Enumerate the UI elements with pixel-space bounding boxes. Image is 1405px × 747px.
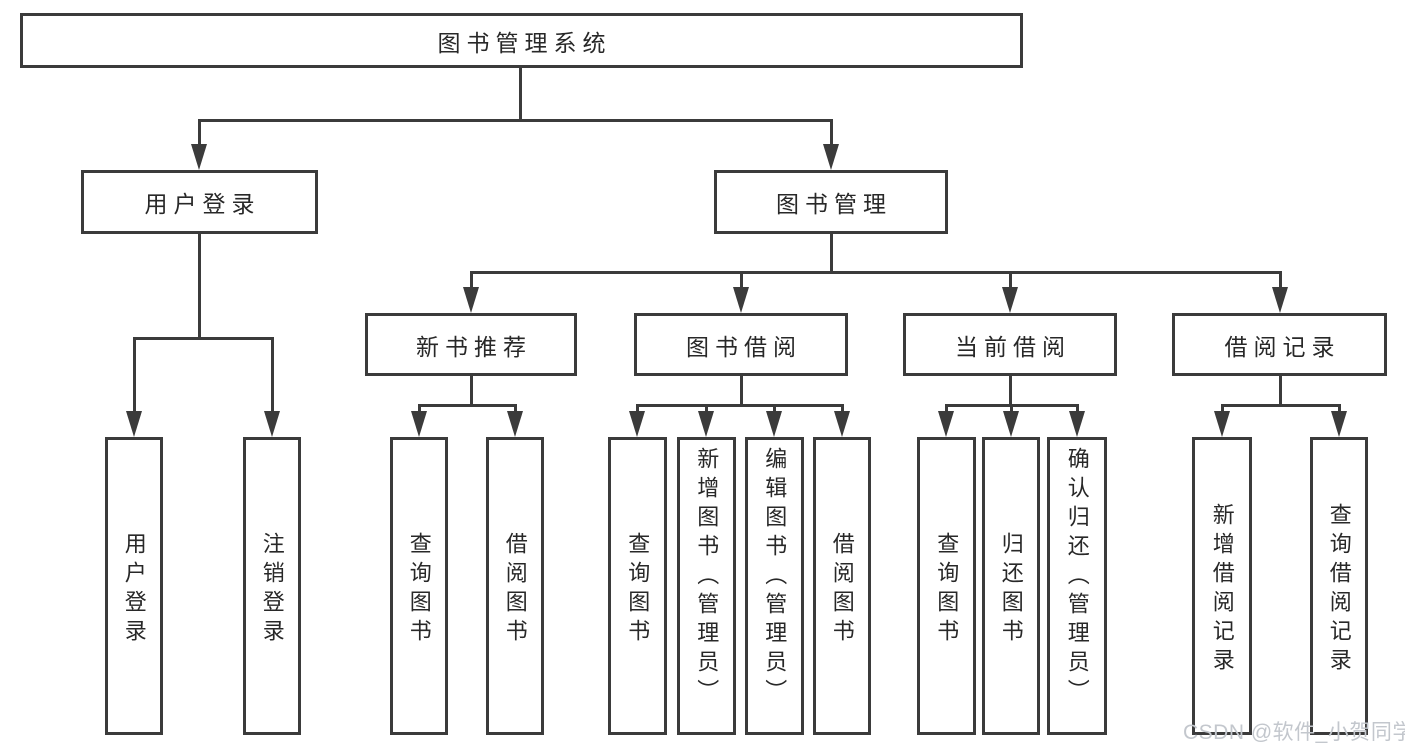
node-label: 借阅记录 bbox=[1224, 333, 1341, 360]
node-label: 图书管理 bbox=[776, 191, 892, 217]
connector-line bbox=[198, 119, 832, 122]
connector-line bbox=[1279, 271, 1282, 289]
connector-line bbox=[1009, 376, 1012, 407]
arrow-down-icon bbox=[1214, 411, 1230, 437]
connector-line bbox=[470, 376, 473, 407]
connector-line bbox=[1279, 376, 1282, 407]
connector-line bbox=[418, 404, 517, 407]
arrow-down-icon bbox=[1331, 411, 1347, 437]
arrow-down-icon bbox=[938, 411, 954, 437]
connector-line bbox=[133, 337, 273, 340]
connector-line bbox=[830, 119, 833, 146]
arrow-down-icon bbox=[126, 411, 142, 437]
node-book-borrowing: 图书借阅 bbox=[634, 313, 848, 376]
node-label: 查询借阅记录 bbox=[1326, 502, 1352, 677]
leaf-borrow-books-recommend: 借阅图书 bbox=[486, 437, 544, 735]
arrow-down-icon bbox=[698, 411, 714, 437]
connector-line bbox=[418, 404, 421, 413]
connector-line bbox=[1338, 404, 1341, 413]
connector-line bbox=[830, 234, 833, 274]
leaf-edit-books-admin: 编辑图书（管理员） bbox=[745, 437, 804, 735]
connector-line bbox=[470, 271, 473, 289]
connector-line bbox=[740, 376, 743, 407]
leaf-query-books-current: 查询图书 bbox=[917, 437, 976, 735]
connector-line bbox=[841, 404, 844, 413]
node-new-book-recommend: 新书推荐 bbox=[365, 313, 577, 376]
node-label: 编辑图书（管理员） bbox=[762, 447, 788, 708]
node-user-login: 用户登录 bbox=[81, 170, 318, 234]
connector-line bbox=[1076, 404, 1079, 413]
node-label: 图书借阅 bbox=[686, 333, 802, 360]
arrow-down-icon bbox=[629, 411, 645, 437]
node-label: 查询图书 bbox=[625, 531, 651, 648]
node-label: 用户登录 bbox=[121, 531, 147, 648]
arrow-down-icon bbox=[766, 411, 782, 437]
leaf-query-borrow-record: 查询借阅记录 bbox=[1310, 437, 1368, 735]
node-label: 借阅图书 bbox=[502, 531, 528, 648]
node-label: 查询图书 bbox=[934, 531, 960, 648]
arrow-down-icon bbox=[733, 287, 749, 313]
connector-line bbox=[705, 404, 708, 413]
connector-line bbox=[636, 404, 843, 407]
connector-line bbox=[519, 68, 522, 122]
node-label: 注销登录 bbox=[259, 531, 285, 648]
arrow-down-icon bbox=[463, 287, 479, 313]
node-label: 确认归还（管理员） bbox=[1064, 447, 1090, 708]
node-label: 图书管理系统 bbox=[437, 29, 612, 56]
connector-line bbox=[133, 337, 136, 413]
connector-line bbox=[470, 271, 1281, 274]
leaf-confirm-return-admin: 确认归还（管理员） bbox=[1047, 437, 1107, 735]
connector-line bbox=[636, 404, 639, 413]
leaf-query-books-borrowing: 查询图书 bbox=[608, 437, 667, 735]
node-label: 新增借阅记录 bbox=[1209, 502, 1235, 677]
arrow-down-icon bbox=[264, 411, 280, 437]
node-current-borrowing: 当前借阅 bbox=[903, 313, 1117, 376]
connector-line bbox=[514, 404, 517, 413]
node-library-system: 图书管理系统 bbox=[20, 13, 1023, 68]
node-label: 新书推荐 bbox=[416, 333, 532, 360]
node-label: 借阅图书 bbox=[829, 531, 855, 648]
arrow-down-icon bbox=[1272, 287, 1288, 313]
leaf-borrow-books-borrowing: 借阅图书 bbox=[813, 437, 871, 735]
connector-line bbox=[271, 337, 274, 413]
arrow-down-icon bbox=[823, 144, 839, 170]
arrow-down-icon bbox=[834, 411, 850, 437]
connector-line bbox=[198, 234, 201, 340]
connector-line bbox=[1010, 404, 1013, 413]
connector-line bbox=[1009, 271, 1012, 289]
connector-line bbox=[198, 119, 201, 146]
connector-line bbox=[773, 404, 776, 413]
leaf-query-books-recommend: 查询图书 bbox=[390, 437, 448, 735]
arrow-down-icon bbox=[191, 144, 207, 170]
connector-line bbox=[945, 404, 948, 413]
arrow-down-icon bbox=[411, 411, 427, 437]
leaf-add-books-admin: 新增图书（管理员） bbox=[677, 437, 736, 735]
arrow-down-icon bbox=[507, 411, 523, 437]
leaf-return-books: 归还图书 bbox=[982, 437, 1040, 735]
watermark-text: CSDN @软件_小贺同学 bbox=[1183, 721, 1405, 744]
arrow-down-icon bbox=[1069, 411, 1085, 437]
connector-line bbox=[740, 271, 743, 289]
node-borrowing-records: 借阅记录 bbox=[1172, 313, 1387, 376]
node-label: 新增图书（管理员） bbox=[694, 447, 720, 708]
node-book-management: 图书管理 bbox=[714, 170, 948, 234]
connector-line bbox=[1221, 404, 1340, 407]
leaf-logout: 注销登录 bbox=[243, 437, 301, 735]
node-label: 用户登录 bbox=[144, 191, 261, 217]
arrow-down-icon bbox=[1002, 287, 1018, 313]
arrow-down-icon bbox=[1003, 411, 1019, 437]
connector-line bbox=[1221, 404, 1224, 413]
node-label: 归还图书 bbox=[998, 531, 1024, 648]
leaf-user-login: 用户登录 bbox=[105, 437, 163, 735]
node-label: 查询图书 bbox=[406, 531, 432, 648]
node-label: 当前借阅 bbox=[955, 333, 1071, 360]
leaf-add-borrow-record: 新增借阅记录 bbox=[1192, 437, 1252, 735]
